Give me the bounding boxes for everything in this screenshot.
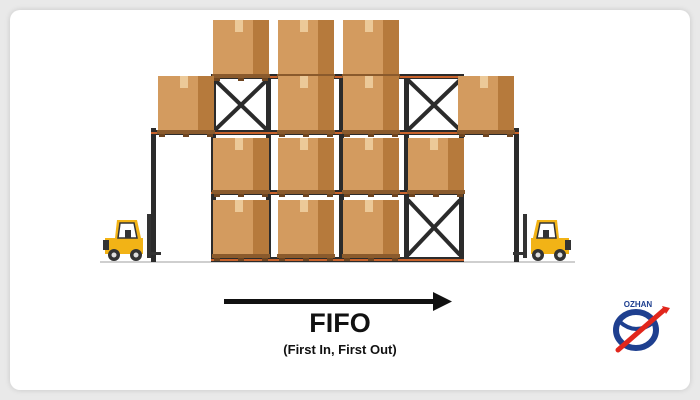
forklift-icon — [103, 214, 161, 261]
direction-arrow — [224, 292, 452, 311]
forklift-icon — [513, 214, 571, 261]
svg-text:OZHAN: OZHAN — [624, 300, 653, 309]
diagram-subtitle: (First In, First Out) — [283, 342, 397, 357]
diagram-title: FIFO — [309, 308, 371, 338]
ozhan-logo: OZHAN — [613, 300, 670, 353]
